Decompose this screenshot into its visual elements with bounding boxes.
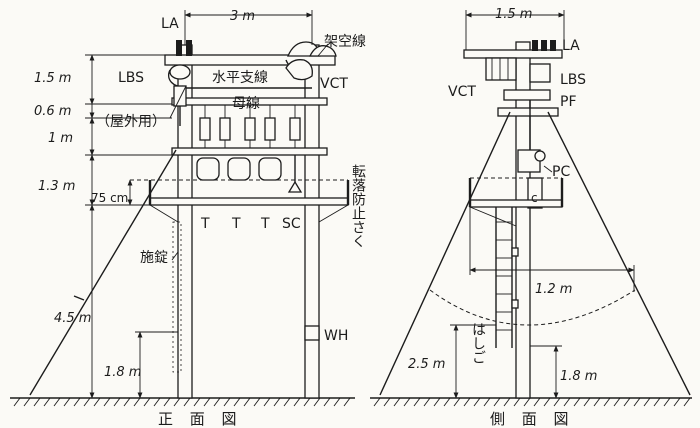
wh-meter xyxy=(304,325,320,341)
brace-label: 水平支線 xyxy=(212,70,268,86)
transformer-1 xyxy=(196,157,220,181)
t1-label: T xyxy=(200,216,210,232)
front-guy-wire xyxy=(29,149,177,396)
side-vct-label: VCT xyxy=(448,84,476,100)
side-guy-wire-right xyxy=(547,111,691,396)
side-width-label: 1.5 m xyxy=(495,7,532,22)
dim-1m: 1 m xyxy=(48,131,73,146)
front-ground xyxy=(10,397,355,407)
dim-4-5m: 4.5 m xyxy=(54,311,91,326)
side-ladder-label: はしご xyxy=(470,322,486,364)
side-guy-wire-left xyxy=(379,111,511,396)
dim-75cm: 75 cm xyxy=(91,191,128,205)
side-lbs-pf xyxy=(497,63,559,117)
side-transformer xyxy=(517,100,546,209)
fuse-row xyxy=(199,105,301,148)
busbar-arm xyxy=(171,97,328,106)
front-dimensions xyxy=(85,10,313,399)
front-view: LA 3 m 架空線 LBS 水平支線 VCT 母線 （屋外用） 1.5 m 0… xyxy=(10,9,366,428)
left-pole-steps xyxy=(172,221,182,373)
t3-label: T xyxy=(260,216,270,232)
overhead-line-label: 架空線 xyxy=(324,34,366,50)
front-la-label: LA xyxy=(161,16,179,32)
side-ground xyxy=(370,397,692,407)
side-radius-label: 1.2 m xyxy=(535,282,572,297)
dim-0-6m: 0.6 m xyxy=(34,104,71,119)
side-wh-height-label: 1.8 m xyxy=(560,369,597,384)
transformer-3 xyxy=(258,157,282,181)
front-width-label: 3 m xyxy=(230,9,255,24)
pc-unit xyxy=(534,150,546,162)
dim-1-8m: 1.8 m xyxy=(104,365,141,380)
side-la-label: LA xyxy=(562,38,580,54)
side-platform xyxy=(468,177,564,227)
side-pole xyxy=(515,41,531,399)
side-ladder xyxy=(495,207,519,348)
sc-label: SC xyxy=(282,216,301,232)
front-platform xyxy=(130,179,350,223)
dim-1-5m: 1.5 m xyxy=(34,71,71,86)
side-lbs-label: LBS xyxy=(560,72,586,88)
wh-label: WH xyxy=(324,328,348,344)
t2-label: T xyxy=(231,216,241,232)
side-top-crossarm xyxy=(463,49,563,59)
front-lbs-label: LBS xyxy=(118,70,144,86)
side-pf-label: PF xyxy=(560,94,577,110)
side-ladder-height-label: 2.5 m xyxy=(408,357,445,372)
overhead-insulators xyxy=(285,41,337,71)
side-view: 1.5 m LA LBS VCT PF PC c 1.2 m 2.5 m 1.8… xyxy=(370,7,692,428)
la-arresters xyxy=(169,40,192,80)
front-vct-label: VCT xyxy=(320,76,348,92)
side-reach-arc xyxy=(429,289,636,326)
front-view-title: 正 面 図 xyxy=(158,410,243,428)
busbar-label: 母線 xyxy=(232,96,260,112)
side-dimensions xyxy=(450,10,635,399)
fall-protection-label: 転落防止さく xyxy=(350,164,366,248)
middle-crossarm xyxy=(171,147,328,156)
transformer-row xyxy=(196,155,303,193)
lock-label: 施錠 xyxy=(140,250,168,266)
vct-unit xyxy=(285,59,313,81)
side-la-arresters xyxy=(532,40,556,51)
side-c-label: c xyxy=(531,191,538,205)
dim-1-3m: 1.3 m xyxy=(38,179,75,194)
outdoor-label: （屋外用） xyxy=(96,114,166,130)
top-crossarm xyxy=(164,54,336,66)
side-vct xyxy=(485,57,517,81)
transformer-2 xyxy=(227,157,251,181)
side-pc-label: PC xyxy=(552,164,570,180)
side-view-title: 側 面 図 xyxy=(490,410,575,428)
sc-capacitor xyxy=(287,180,303,193)
